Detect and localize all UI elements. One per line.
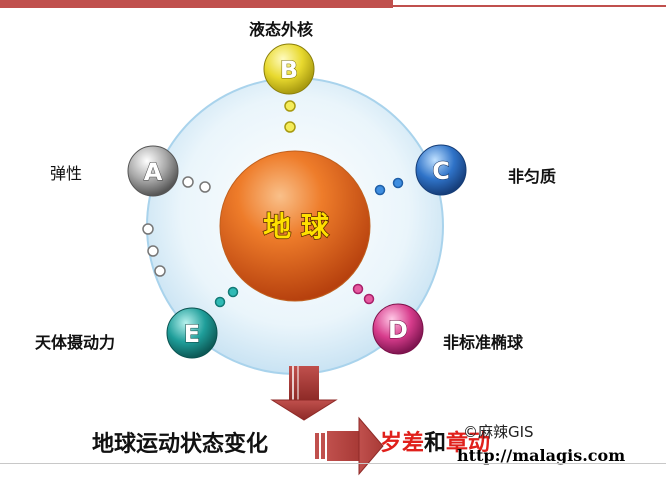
connector-a-right (182, 176, 211, 193)
node-e-ball: E (166, 307, 218, 359)
node-b-ball: B (263, 43, 315, 95)
label-nonstandard-ellipsoid: 非标准椭球 (443, 333, 524, 352)
and-text: 和 (424, 431, 447, 456)
precession-text: 岁差 (380, 431, 425, 456)
node-b-letter: B (280, 56, 298, 84)
earth-motion-change-label: 地球运动状态变化 (92, 432, 269, 457)
down-arrow (270, 366, 338, 421)
earth-label: 地 球 (263, 210, 330, 243)
node-c-ball: C (415, 144, 467, 196)
precession-nutation-label: 岁差和章动 (380, 425, 490, 457)
node-a-letter: A (144, 158, 163, 186)
connector-d (352, 283, 375, 305)
nutation-text: 章动 (446, 431, 491, 456)
node-d-ball: D (372, 303, 424, 355)
label-elasticity: 弹性 (50, 164, 83, 183)
label-heterogeneous: 非匀质 (508, 167, 557, 186)
connector-a-down (142, 223, 166, 277)
connector-b (284, 100, 296, 133)
connector-c (374, 177, 404, 196)
watermark-url: http://malagis.com (457, 446, 626, 465)
node-c-letter: C (432, 157, 450, 185)
label-liquid-outer-core: 液态外核 (249, 20, 314, 39)
right-arrow (315, 416, 384, 476)
node-e-letter: E (184, 320, 200, 348)
bottom-divider (0, 463, 666, 464)
node-d-letter: D (388, 316, 408, 344)
label-celestial-perturbation: 天体摄动力 (35, 333, 116, 352)
connector-e (214, 286, 239, 308)
earth-sphere (219, 150, 371, 302)
top-accent-line (393, 5, 666, 7)
watermark-copyright: ©麻辣GIS (463, 423, 534, 441)
node-a-ball: A (127, 145, 179, 197)
top-accent-bar (0, 0, 393, 8)
